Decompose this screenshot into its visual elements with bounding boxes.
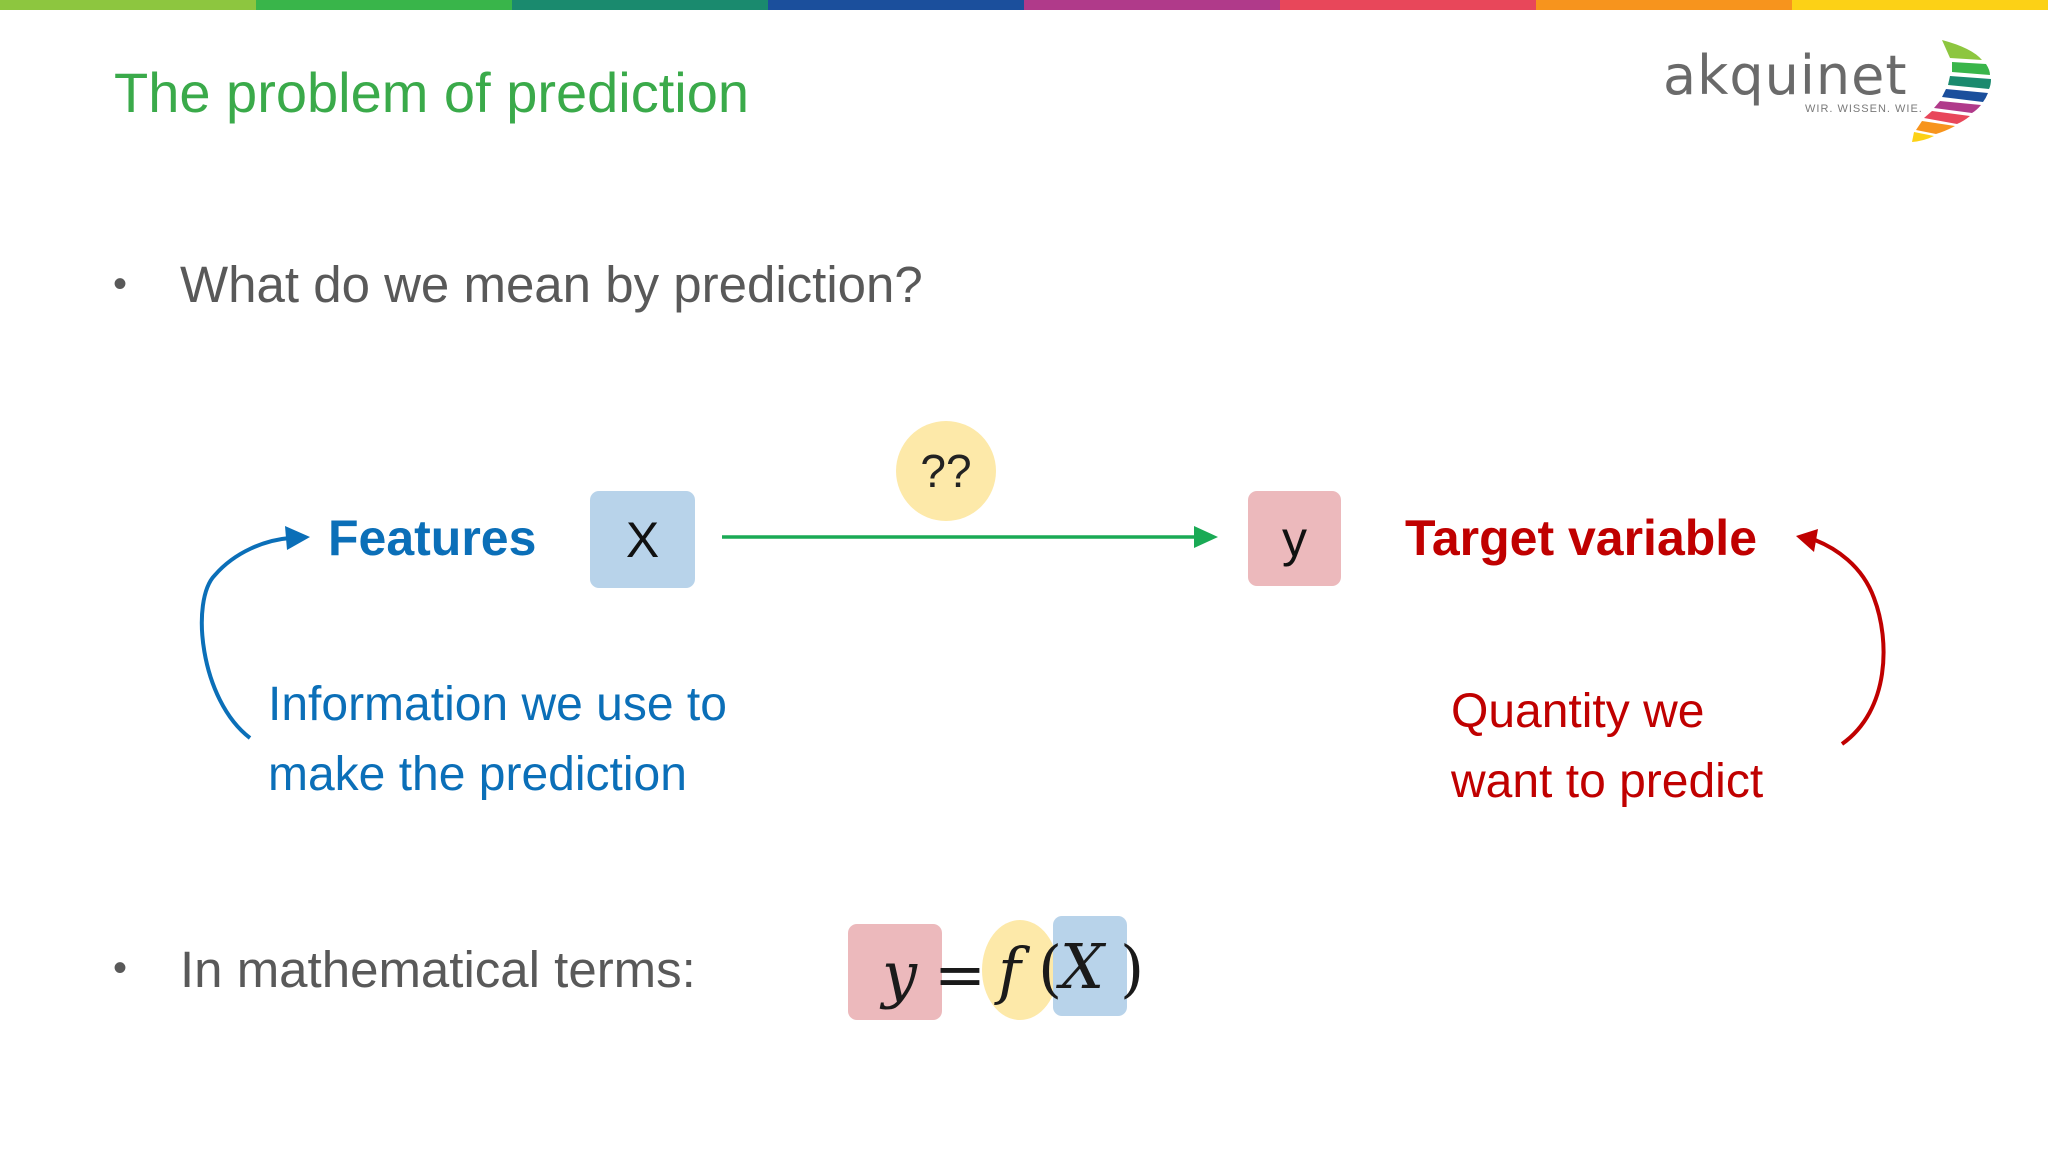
stripe-segment xyxy=(768,0,1024,10)
formula-y-highlight xyxy=(848,924,942,1020)
logo-swoosh-icon xyxy=(1912,40,1991,142)
prediction-formula: y = f ( X ) xyxy=(848,916,1148,1022)
top-color-stripe xyxy=(0,0,2048,10)
bullet-question: What do we mean by prediction? xyxy=(180,256,923,313)
stripe-segment xyxy=(1280,0,1536,10)
stripe-segment xyxy=(1536,0,1792,10)
formula-f-highlight xyxy=(982,920,1058,1020)
slide-title: The problem of prediction xyxy=(114,61,750,124)
logo-wordmark: akquinet xyxy=(1663,44,1908,107)
features-description-line: Information we use to xyxy=(268,678,727,731)
stripe-segment xyxy=(512,0,768,10)
formula-close-paren: ) xyxy=(1120,932,1145,1005)
target-description-line: Quantity we xyxy=(1451,685,1705,738)
target-description-line: want to predict xyxy=(1451,755,1764,808)
logo-tagline: WIR. WISSEN. WIE. xyxy=(1805,103,1923,115)
stripe-segment xyxy=(0,0,256,10)
features-description: Information we use to make the predictio… xyxy=(268,670,727,810)
stripe-segment xyxy=(1024,0,1280,10)
formula-x: X xyxy=(1060,930,1105,1003)
akquinet-logo: akquinet WIR. WISSEN. WIE. xyxy=(1660,38,2000,143)
features-description-line: make the prediction xyxy=(268,748,687,801)
formula-equals: = xyxy=(934,938,986,1011)
formula-f: f xyxy=(998,934,1021,1007)
features-curved-arrow xyxy=(199,526,310,740)
stripe-segment xyxy=(1792,0,2048,10)
bullet-dot: • xyxy=(113,946,128,990)
target-description: Quantity we want to predict xyxy=(1451,677,1763,817)
target-box: y xyxy=(1248,491,1341,586)
stripe-segment xyxy=(256,0,512,10)
prediction-arrow xyxy=(722,526,1218,548)
formula-y: y xyxy=(882,938,918,1011)
bullet-dot: • xyxy=(113,262,128,306)
formula-x-highlight xyxy=(1053,916,1127,1016)
features-label: Features xyxy=(328,510,537,566)
features-box: X xyxy=(590,491,695,588)
unknown-function-badge: ?? xyxy=(896,421,996,521)
bullet-math: In mathematical terms: xyxy=(180,941,696,998)
target-curved-arrow xyxy=(1796,529,1886,746)
target-label: Target variable xyxy=(1405,510,1758,566)
formula-open-paren: ( xyxy=(1038,932,1063,1005)
